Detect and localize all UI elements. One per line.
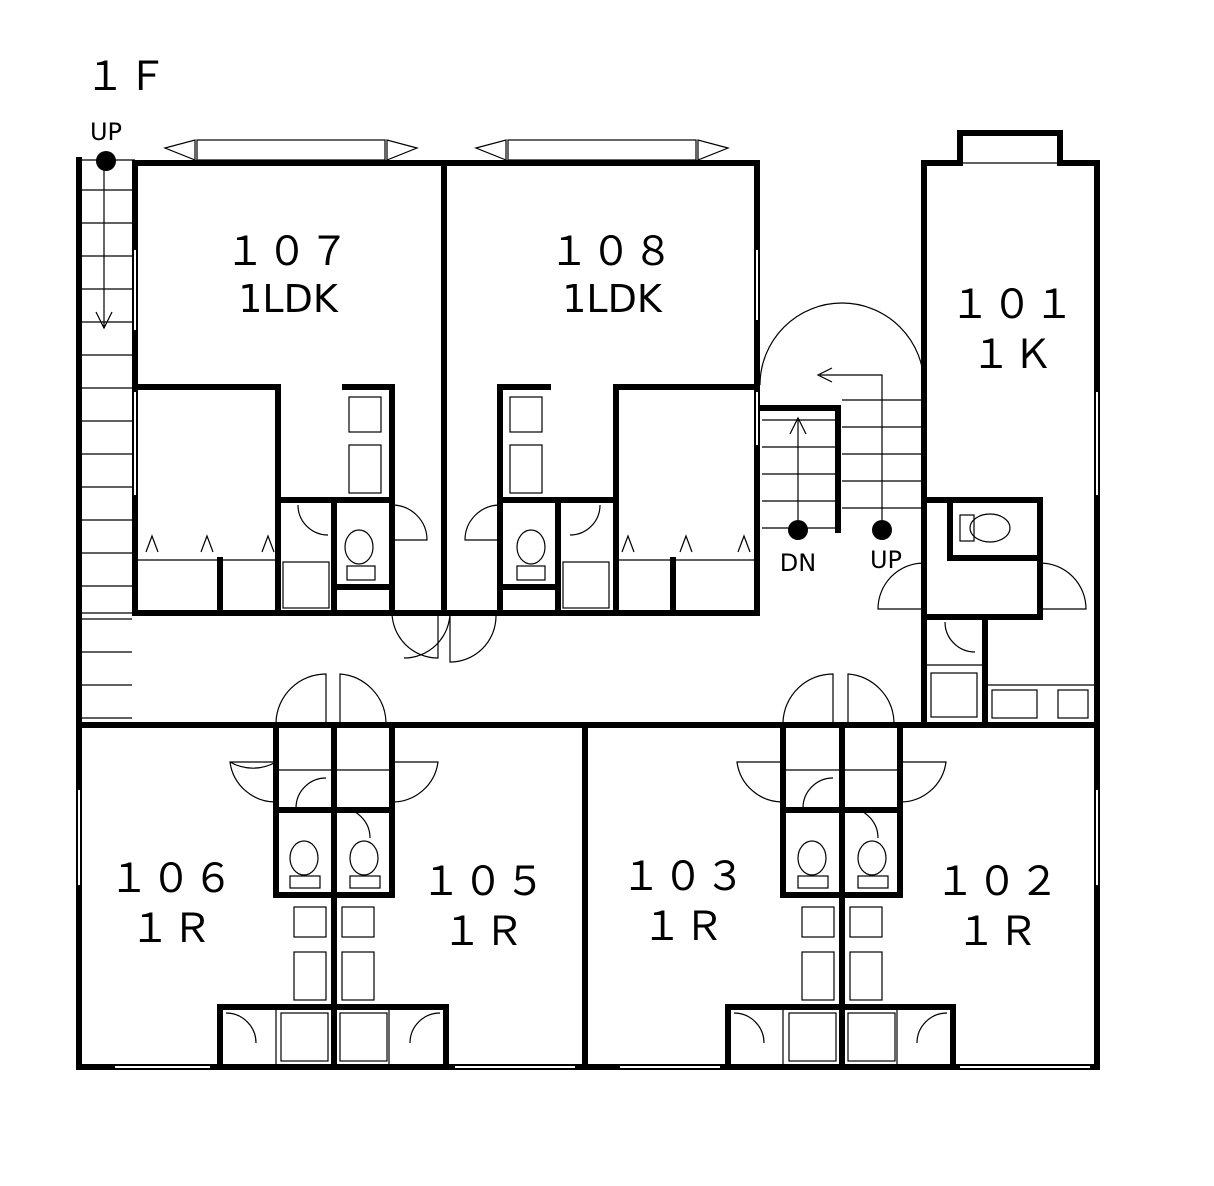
unit-106-number: １０６ — [109, 856, 235, 902]
unit-101-walls — [877, 130, 1100, 725]
unit-108-walls — [403, 160, 760, 663]
unit-101-type: １Ｋ — [971, 332, 1055, 378]
unit-103-number: １０３ — [621, 854, 747, 900]
unit-105-number: １０５ — [421, 859, 547, 905]
up-marker-center — [872, 520, 892, 540]
up-marker-left — [96, 151, 116, 171]
left-staircase — [76, 157, 135, 728]
units-106-105-walls — [217, 673, 588, 1070]
dn-label: DN — [780, 549, 816, 577]
window-108 — [474, 139, 730, 161]
unit-107-type: 1LDK — [238, 277, 339, 321]
unit-108-type: 1LDK — [562, 277, 663, 321]
floor-label: １Ｆ — [85, 54, 169, 100]
unit-106-type: １Ｒ — [130, 906, 214, 952]
unit-101-number: １０１ — [950, 282, 1076, 328]
exterior-windows — [78, 250, 1098, 1068]
unit-103-type: １Ｒ — [642, 904, 726, 950]
unit-108-number: １０８ — [549, 229, 675, 275]
dn-marker — [788, 520, 808, 540]
unit-102-type: １Ｒ — [956, 909, 1040, 955]
unit-105-type: １Ｒ — [442, 909, 526, 955]
up-label-center: UP — [870, 546, 902, 574]
unit-107-number: １０７ — [225, 229, 351, 275]
central-staircase — [757, 302, 925, 533]
up-label-left: UP — [90, 118, 122, 146]
units-103-102-walls — [725, 673, 956, 1070]
unit-102-number: １０２ — [935, 859, 1061, 905]
window-107 — [163, 139, 419, 161]
